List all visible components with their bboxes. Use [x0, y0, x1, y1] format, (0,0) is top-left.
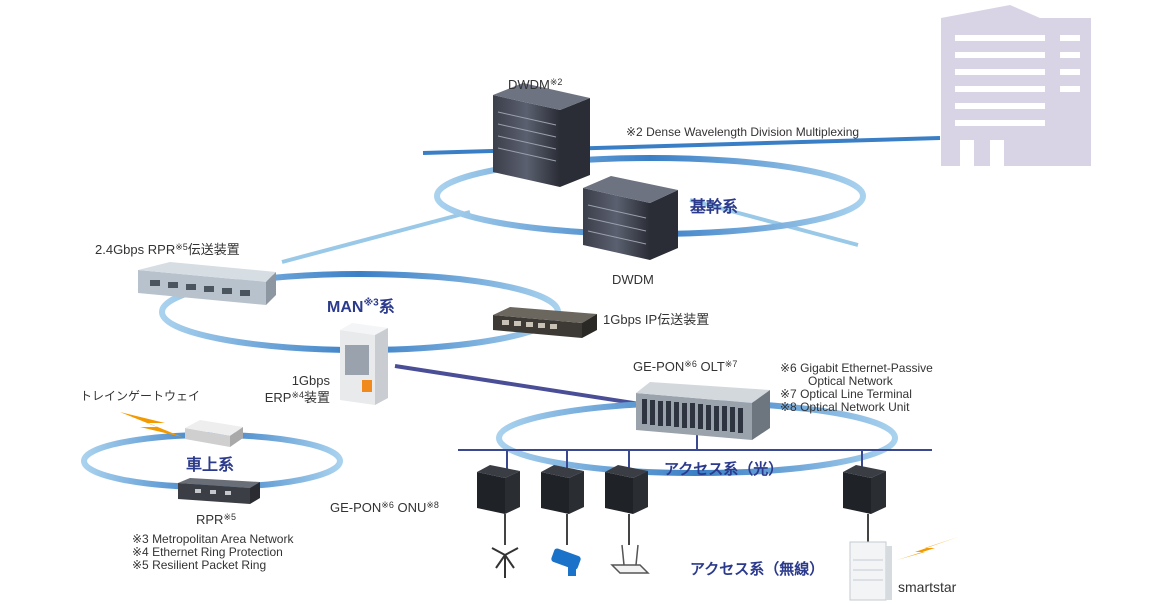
man-olt-link — [394, 364, 641, 406]
ip-device-label: 1Gbps IP伝送装置 — [603, 312, 710, 327]
dwdm-bottom-label: DWDM — [612, 272, 654, 287]
wind-turbine-icon — [491, 547, 519, 578]
notes-right: ※6 Gigabit Ethernet-Passive Optical Netw… — [780, 362, 933, 414]
dwdm-top-label: DWDM※2 — [508, 75, 562, 92]
olt-note1: ※6 — [684, 359, 697, 369]
erp-prefix: ERP — [264, 390, 292, 405]
onu-note1: ※6 — [381, 500, 394, 510]
erp-device-label: 1Gbps ERP※4装置 — [250, 373, 330, 405]
dense-wdm-note: ※2 Dense Wavelength Division Multiplexin… — [626, 125, 860, 139]
note-right-2: Optical Network — [808, 374, 893, 388]
rpr-small-text: RPR — [196, 512, 224, 527]
ip-transmission-device — [493, 307, 597, 338]
router-icon — [610, 544, 650, 574]
onu-note2: ※8 — [426, 500, 439, 510]
kikan-ring-label: 基幹系 — [690, 199, 739, 216]
onu-mid: ONU — [393, 500, 427, 515]
note-left-3: ※5 Resilient Packet Ring — [132, 558, 267, 572]
camera-icon — [551, 548, 581, 576]
smartstar-label: smartstar — [898, 579, 957, 595]
note-left-2: ※4 Ethernet Ring Protection — [132, 545, 283, 559]
lightning-left-icon — [120, 412, 182, 437]
onu-device-4 — [843, 465, 886, 545]
man-prefix: MAN — [327, 299, 364, 316]
note-right-3: ※7 Optical Line Terminal — [780, 387, 912, 401]
dwdm-top-note: ※2 — [549, 77, 563, 87]
dwdm-top-text: DWDM — [508, 77, 550, 92]
rpr-small-device — [178, 478, 260, 504]
rpr-small-note: ※5 — [223, 512, 236, 522]
erp-line1: 1Gbps — [291, 373, 330, 388]
train-gateway-device — [185, 420, 243, 447]
note-right-4: ※8 Optical Network Unit — [780, 400, 910, 414]
notes-left: ※3 Metropolitan Area Network ※4 Ethernet… — [132, 533, 293, 572]
rpr-device-label: 2.4Gbps RPR※5伝送装置 — [95, 240, 240, 257]
note-left-1: ※3 Metropolitan Area Network — [132, 532, 294, 546]
train-gateway-label: トレインゲートウェイ — [80, 389, 201, 403]
onu-device-1 — [477, 465, 520, 545]
olt-label: GE-PON※6 OLT※7 — [633, 357, 737, 374]
onu-device-3 — [605, 465, 648, 545]
onu-label: GE-PON※6 ONU※8 — [330, 498, 439, 515]
building-icon — [941, 5, 1091, 166]
rpr-note: ※5 — [175, 242, 188, 252]
rpr-suffix: 伝送装置 — [187, 242, 240, 257]
man-note: ※3 — [363, 297, 379, 309]
lightning-right-icon — [897, 537, 958, 560]
olt-device — [636, 382, 770, 440]
erp-note: ※4 — [291, 390, 304, 400]
man-ring-label: MAN※3系 — [327, 293, 395, 317]
olt-prefix: GE-PON — [633, 359, 685, 374]
smartstar-device — [849, 541, 892, 601]
access-wireless-label: アクセス系（無線） — [690, 561, 825, 578]
olt-note2: ※7 — [724, 359, 738, 369]
rpr-small-label: RPR※5 — [196, 510, 236, 527]
dwdm-top-device — [493, 83, 590, 187]
shajou-ring-label: 車上系 — [186, 457, 235, 474]
erp-suffix: 装置 — [303, 390, 330, 405]
rpr-transmission-device — [138, 262, 276, 305]
olt-mid: OLT — [696, 359, 725, 374]
man-suffix: 系 — [378, 299, 395, 316]
onu-device-2 — [541, 465, 584, 545]
onu-prefix: GE-PON — [330, 500, 382, 515]
access-optical-label: アクセス系（光） — [664, 461, 784, 478]
erp-device — [340, 323, 388, 405]
dwdm-bottom-device — [583, 176, 678, 260]
note-right-1: ※6 Gigabit Ethernet-Passive — [780, 361, 933, 375]
rpr-prefix: 2.4Gbps RPR — [95, 242, 176, 257]
